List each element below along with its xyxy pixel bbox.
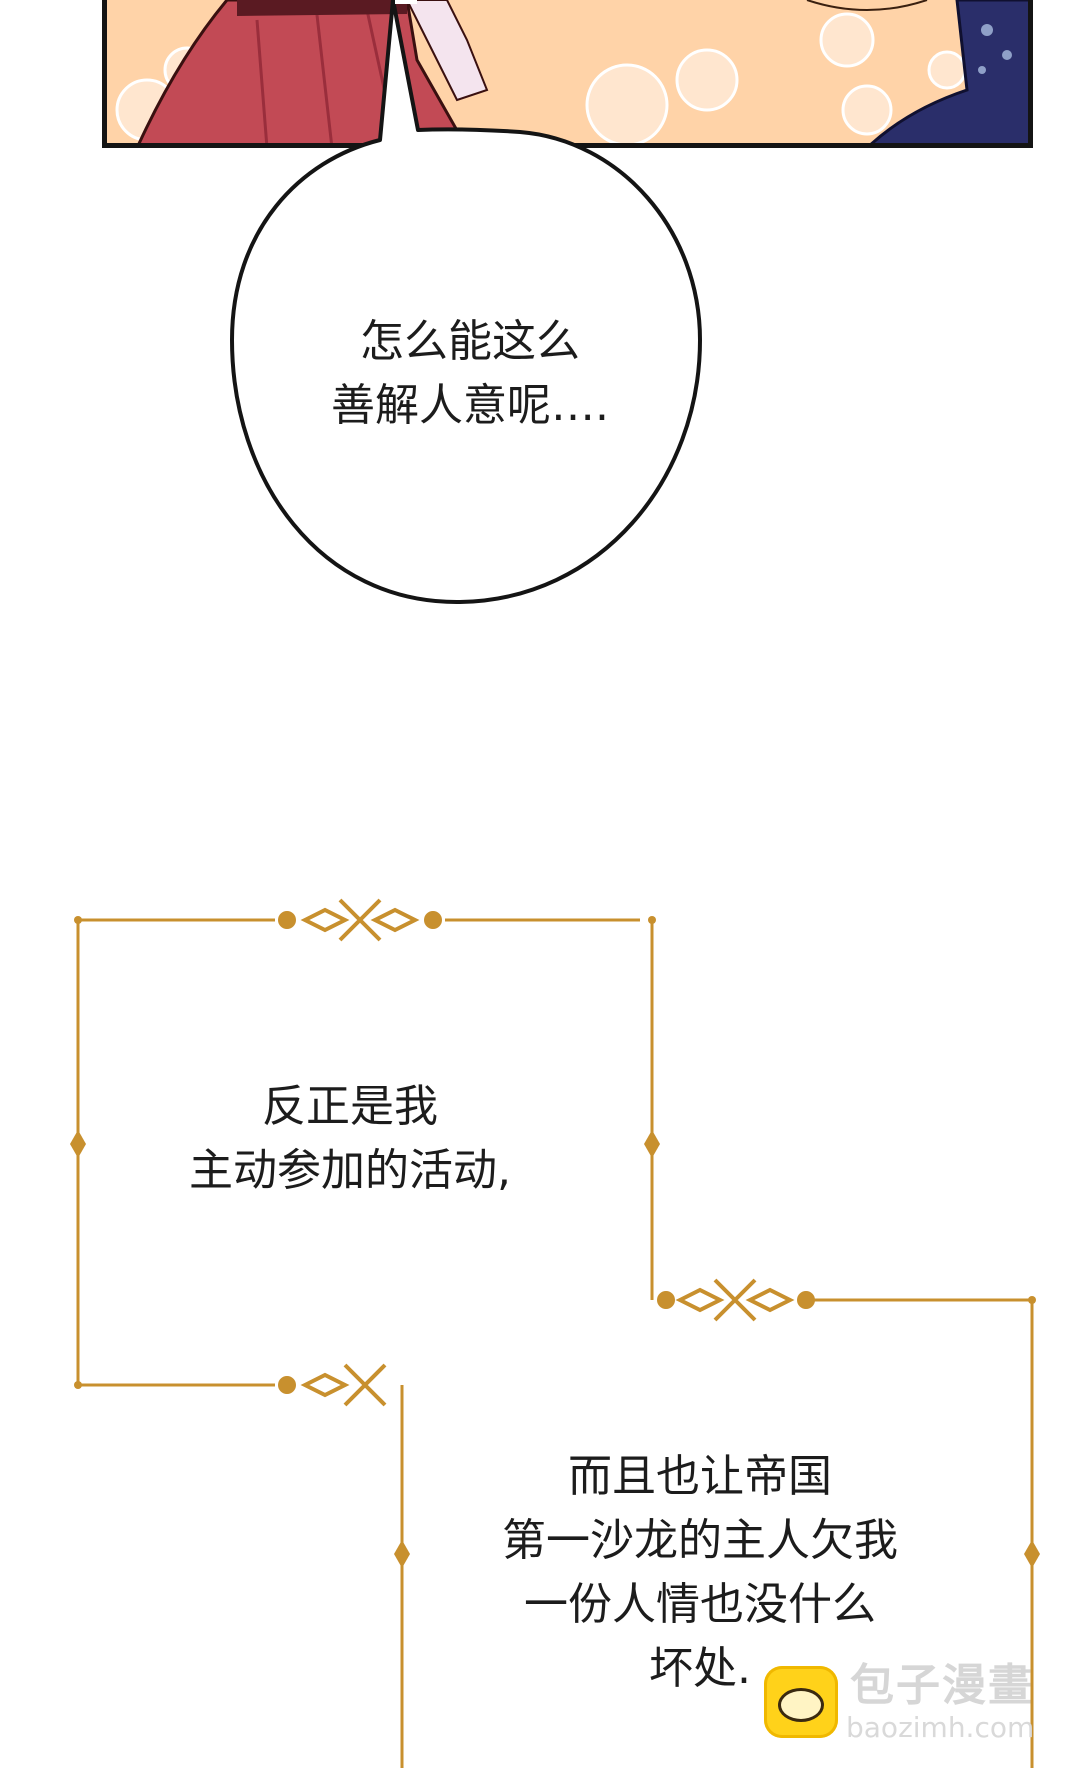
caption-line: 主动参加的活动,: [189, 1145, 511, 1196]
watermark-url: baozimh.com: [846, 1711, 1035, 1744]
speech-bubble-text: 怎么能这么 善解人意呢….: [300, 310, 640, 438]
speech-line: 怎么能这么: [360, 316, 580, 367]
caption-line: 反正是我: [262, 1081, 438, 1132]
ornament-bottom-1: [278, 1363, 387, 1407]
watermark-brand: 包子漫畫: [850, 1660, 1034, 1711]
bun-logo-icon: [764, 1666, 838, 1738]
ornament-top-1: [278, 898, 442, 942]
narration-caption-1: 反正是我 主动参加的活动,: [140, 1075, 560, 1203]
caption-line: 第一沙龙的主人欠我: [502, 1515, 898, 1566]
speech-bubble: [230, 0, 702, 605]
caption-line: 坏处.: [649, 1643, 751, 1694]
narration-caption-2: 而且也让帝国 第一沙龙的主人欠我 一份人情也没什么 坏处.: [460, 1445, 940, 1701]
caption-line: 而且也让帝国: [568, 1451, 832, 1502]
caption-line: 一份人情也没什么: [524, 1579, 876, 1630]
ornament-top-2: [657, 1278, 815, 1322]
site-watermark: 包子漫畫 baozimh.com: [764, 1660, 1064, 1750]
speech-line: 善解人意呢….: [331, 380, 609, 431]
